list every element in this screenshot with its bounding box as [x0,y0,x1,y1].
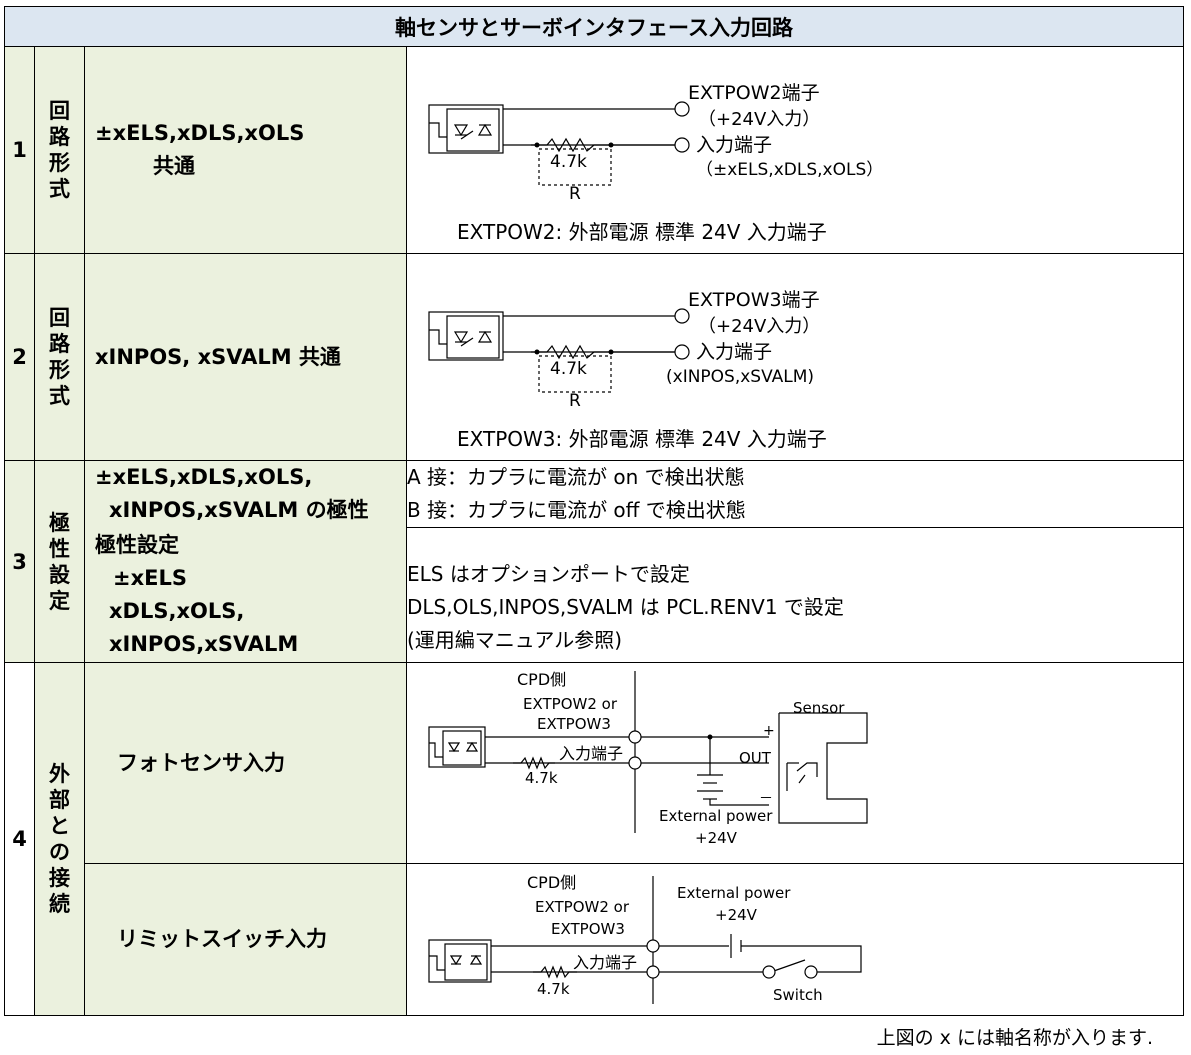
limit-switch-svg: CPD側 EXTPOW2 or EXTPOW3 入力端子 4.7k Extern… [428,873,862,1004]
limit-switch-diagram: CPD側 EXTPOW2 or EXTPOW3 入力端子 4.7k Extern… [405,863,1185,1016]
sensor-label: Sensor [793,699,845,717]
table-row: 1 回路形式 ±xELS,xDLS,xOLS 共通 [4,46,1185,254]
external-power-label: External power [677,884,791,902]
resistor-name: R [569,391,581,411]
optocoupler-icon [428,726,486,768]
table-row: 4 外部との接続 フォトセンサ入力 [4,662,1185,1016]
polarity-description: A 接：カプラに電流が on で検出状態 B 接：カプラに電流が off で検出… [405,460,1185,528]
row-number: 2 [4,253,35,461]
external-power-label: External power [659,807,773,825]
footnote: 上図の x には軸名称が入ります. [876,1027,1153,1049]
input-terminal-label: 入力端子 [559,744,623,763]
photo-sensor-diagram: CPD側 EXTPOW2 or EXTPOW3 入力端子 4.7k Sensor… [405,662,1185,864]
table-row: リミットスイッチ入力 [5,863,1185,1016]
row-number: 1 [4,46,35,254]
optocoupler-icon [428,104,504,154]
input-terminal-label: 入力端子 [573,953,637,972]
resistor-name: R [569,184,581,204]
extpow3-label: EXTPOW3 [551,920,625,938]
resistor-value: 4.7k [550,359,587,379]
extpow2-label: EXTPOW2 or [523,695,618,713]
table-row: 3 極性設定 ±xELS,xDLS,xOLS, xINPOS,xSVALM の極… [4,460,1185,663]
circuit-diagram-1: EXTPOW2端子 （+24V入力） 入力端子 （±xELS,xDLS,xOLS… [405,46,1185,254]
input-terminal-sub: (xINPOS,xSVALM) [666,367,814,387]
power-note: EXTPOW2: 外部電源 標準 24V 入力端子 [457,220,827,244]
input-terminal-label: 入力端子 [696,134,772,156]
extpow3-label: EXTPOW3 [537,715,611,733]
photo-sensor-svg: CPD側 EXTPOW2 or EXTPOW3 入力端子 4.7k Sensor… [428,670,868,847]
cpd-side-label: CPD側 [527,873,576,892]
table-title: 軸センサとサーボインタフェース入力回路 [3,6,1185,47]
table-row: 極性設定 ±xELS xDLS,xOLS, xINPOS,xSVALM ELS … [5,527,1185,663]
row-category: 外部との接続 [34,662,85,1016]
voltage-label: +24V [715,906,758,924]
top-terminal-sub: （+24V入力） [698,316,820,337]
resistor-value: 4.7k [537,980,570,998]
cpd-side-label: CPD側 [517,670,566,689]
polarity-setting-label: 極性設定 ±xELS xDLS,xOLS, xINPOS,xSVALM [84,527,407,663]
switch-label: Switch [773,986,823,1004]
power-note: EXTPOW3: 外部電源 標準 24V 入力端子 [457,427,827,451]
sensor-out-label: OUT [739,749,772,767]
polarity-label: ±xELS,xDLS,xOLS, xINPOS,xSVALM の極性 [84,460,407,528]
table-row: 2 回路形式 xINPOS, xSVALM 共通 [4,253,1185,461]
top-terminal-sub: （+24V入力） [698,109,820,130]
circuit-diagram-svg: EXTPOW2端子 （+24V入力） 入力端子 （±xELS,xDLS,xOLS… [428,82,883,244]
resistor-value: 4.7k [550,152,587,172]
sensor-minus-label: － [759,791,773,807]
row-category: 回路形式 [34,253,85,461]
resistor-value: 4.7k [525,769,558,787]
optocoupler-icon [428,311,504,361]
circuit-diagram-2: EXTPOW3端子 （+24V入力） 入力端子 (xINPOS,xSVALM) … [405,253,1185,461]
extpow2-label: EXTPOW2 or [535,898,630,916]
limit-switch-label: リミットスイッチ入力 [84,863,407,1016]
voltage-label: +24V [695,829,738,847]
row-number: 4 [4,662,35,1016]
row-number: 3 [4,460,35,663]
polarity-setting-description: ELS はオプションポートで設定 DLS,OLS,INPOS,SVALM は P… [405,527,1185,663]
row-label: ±xELS,xDLS,xOLS 共通 [84,46,407,254]
circuit-diagram-svg: EXTPOW3端子 （+24V入力） 入力端子 (xINPOS,xSVALM) … [428,289,827,451]
photo-sensor-label: フォトセンサ入力 [84,662,407,864]
input-terminal-sub: （±xELS,xDLS,xOLS） [696,160,883,180]
interface-table: 軸センサとサーボインタフェース入力回路 1 回路形式 ±xELS,xDLS,xO… [3,6,1185,1016]
top-terminal-label: EXTPOW3端子 [688,289,820,311]
optocoupler-icon [428,939,492,983]
input-terminal-label: 入力端子 [696,341,772,363]
row-label: xINPOS, xSVALM 共通 [84,253,407,461]
row-category: 回路形式 [34,46,85,254]
row-category: 極性設定 [34,460,85,663]
top-terminal-label: EXTPOW2端子 [688,82,820,104]
sensor-plus-label: + [763,723,775,739]
